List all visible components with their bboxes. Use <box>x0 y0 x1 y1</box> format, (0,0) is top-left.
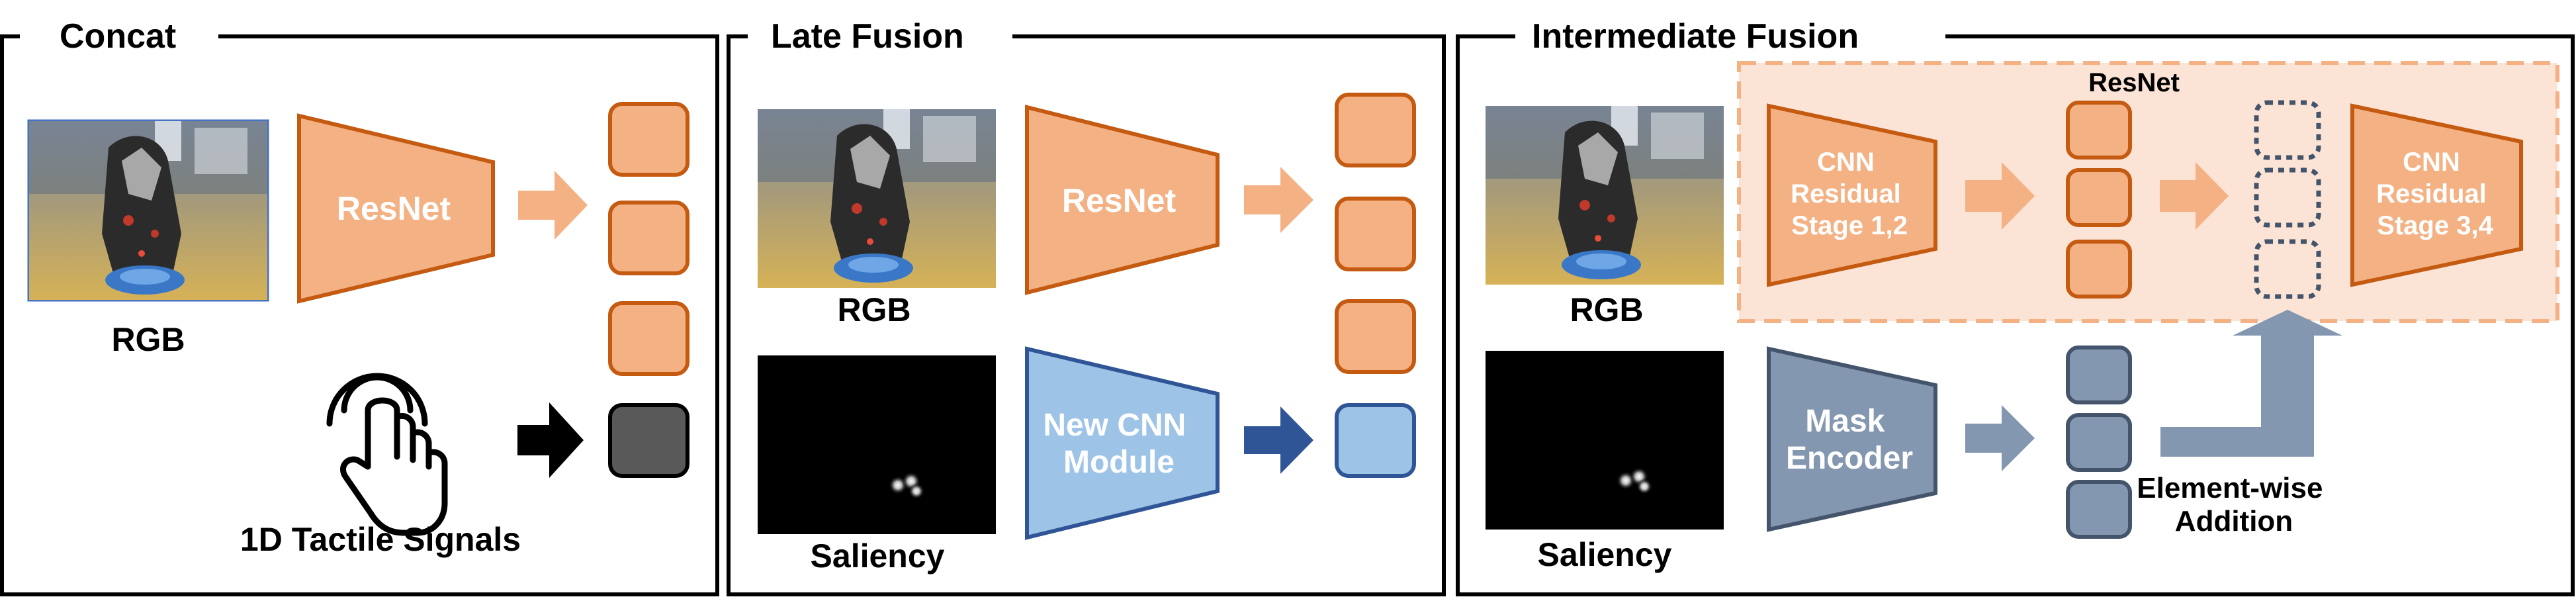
saliency-label: Saliency <box>811 537 945 575</box>
addition-arrow <box>2160 310 2342 457</box>
fused-token <box>2254 100 2321 160</box>
fused-token <box>2254 239 2321 299</box>
panel-late-fusion-frame <box>727 34 1446 596</box>
resnet-group-label: ResNet <box>2088 68 2180 97</box>
rgb-image <box>29 121 267 300</box>
panel-title: Concat <box>60 17 176 56</box>
arrow-blue <box>1244 406 1313 474</box>
arrow-black <box>517 402 584 478</box>
mask-token <box>2066 480 2132 539</box>
arrow-orange <box>518 171 588 240</box>
rgb-image <box>1486 106 1724 285</box>
saliency-image <box>1486 351 1724 530</box>
panel-intermediate-fusion-frame <box>1456 34 2575 596</box>
panel-title: Intermediate Fusion <box>1532 17 1859 56</box>
new-cnn-module <box>1025 346 1220 540</box>
feature-token <box>1335 93 1416 167</box>
rgb-label: RGB <box>111 321 185 358</box>
tactile-label: 1D Tactile Signals <box>240 521 521 558</box>
feature-token <box>608 301 689 376</box>
feature-token <box>608 201 689 275</box>
saliency-label: Saliency <box>1538 536 1672 573</box>
addition-label: Element-wise Addition <box>2137 472 2331 537</box>
arrow-orange <box>2160 162 2229 230</box>
feature-token <box>608 102 689 177</box>
feature-token <box>2066 240 2132 299</box>
mask-encoder <box>1767 346 1937 532</box>
rgb-label: RGB <box>837 291 910 328</box>
rgb-label: RGB <box>1570 291 1643 328</box>
resnet-label: ResNet <box>1062 182 1177 219</box>
cnn-stage12 <box>1767 103 1937 287</box>
mask-encoder-label: Mask Encoder <box>1786 404 1913 476</box>
resnet-label: ResNet <box>337 190 451 227</box>
saliency-token <box>1335 403 1416 478</box>
arrow-orange <box>1965 162 2035 230</box>
rgb-image-frame <box>27 119 269 302</box>
feature-token <box>2066 101 2132 160</box>
arrow-slate <box>1965 405 2035 471</box>
rgb-image <box>758 109 996 288</box>
resnet-encoder <box>297 113 495 304</box>
stage34-label: CNN Residual Stage 3,4 <box>2376 148 2494 240</box>
panel-concat: Concat RGB ResNet 1D Tactile Signals <box>0 13 719 596</box>
stage12-label: CNN Residual Stage 1,2 <box>1791 148 1908 240</box>
saliency-image <box>758 355 996 534</box>
panel-concat-frame <box>0 34 719 596</box>
arrow-orange <box>1244 167 1313 233</box>
feature-token <box>1335 197 1416 271</box>
panel-title: Late Fusion <box>771 17 964 56</box>
tap-hand-icon <box>326 373 448 536</box>
cnn-module-label: New CNN Module <box>1043 408 1194 480</box>
panel-late-fusion: Late Fusion RGB Saliency ResNet New CNN … <box>727 13 1446 596</box>
mask-token <box>2066 413 2132 472</box>
mask-token <box>2066 346 2132 404</box>
feature-token <box>1335 299 1416 374</box>
panel-intermediate-fusion: Intermediate Fusion ResNet RGB Saliency … <box>1456 13 2575 596</box>
resnet-encoder <box>1025 105 1220 295</box>
cnn-stage34 <box>2350 103 2523 287</box>
tactile-token <box>608 403 689 478</box>
feature-token <box>2066 168 2132 227</box>
fused-token <box>2254 167 2321 228</box>
